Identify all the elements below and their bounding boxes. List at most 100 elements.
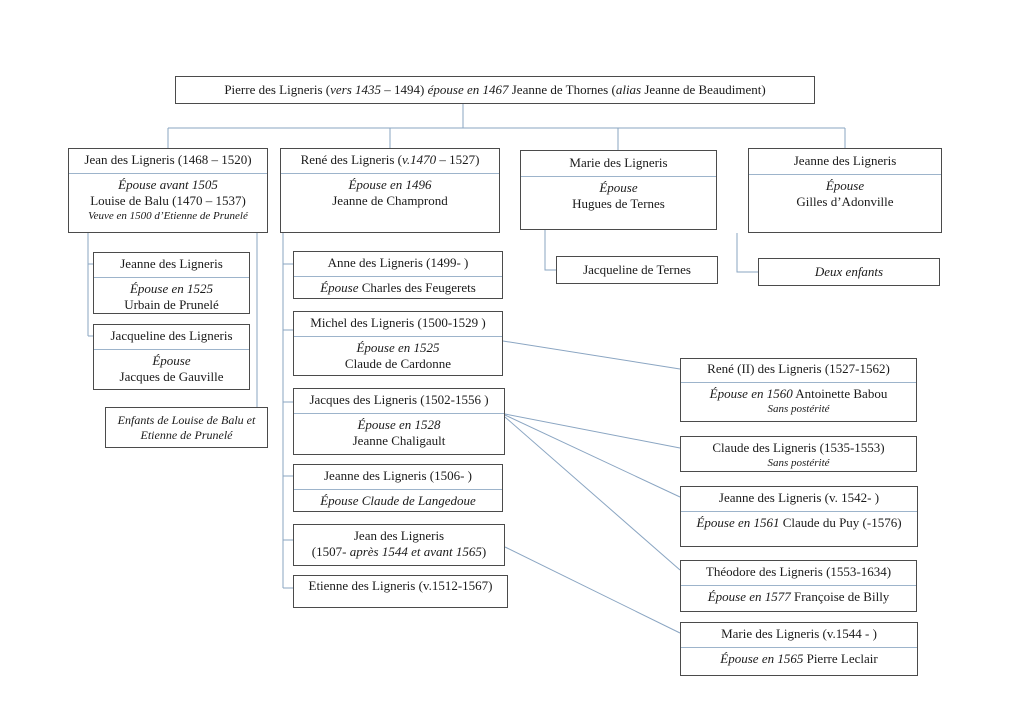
node-rene-des-ligneris: René des Ligneris (v.1470 – 1527) Épouse …: [280, 148, 500, 233]
box-divider: [69, 173, 267, 174]
text-line: Jeanne des Ligneris: [94, 256, 249, 272]
text-segment: Veuve en 1500 d’Etienne de Prunelé: [88, 210, 248, 222]
text-line: Claude de Cardonne: [294, 356, 502, 372]
text-segment: Jacques de Gauville: [119, 369, 224, 384]
text-segment: Épouse: [152, 353, 191, 368]
edge-jean-1507-marie-1544: [504, 546, 681, 634]
text-segment: Épouse en 1577: [707, 589, 791, 604]
text-segment: Épouse Claude de Langedoue: [320, 493, 476, 508]
text-segment: Théodore des Ligneris (1553-1634): [705, 564, 892, 579]
node-anne-des-ligneris: Anne des Ligneris (1499- )Épouse Charles…: [293, 251, 503, 299]
node-pierre-des-ligneris: Pierre des Ligneris (vers 1435 – 1494) é…: [175, 76, 815, 104]
text-segment: Épouse: [320, 280, 359, 295]
text-segment: Michel des Ligneris (1500-1529 ): [310, 315, 486, 330]
node-theodore-des-ligneris: Théodore des Ligneris (1553-1634) Épouse …: [680, 560, 917, 612]
box-divider: [294, 413, 504, 414]
box-divider: [94, 349, 249, 350]
node-claude-des-ligneris: Claude des Ligneris (1535-1553) Sans post…: [680, 436, 917, 472]
text-line: Jacques de Gauville: [94, 369, 249, 385]
text-segment: v.1470: [402, 152, 437, 167]
edge-jeanne-adonville-deux-enfants: [736, 233, 758, 273]
text-segment: Sans postérité: [767, 403, 830, 415]
text-line: Etienne des Ligneris (v.1512-1567): [294, 578, 507, 594]
text-segment: Jeanne de Thornes (: [508, 82, 616, 97]
text-line: (1507- après 1544 et avant 1565): [294, 544, 504, 560]
text-segment: Jacqueline des Ligneris: [110, 328, 233, 343]
text-line: Jean des Ligneris: [294, 528, 504, 544]
text-segment: Charles des Feugerets: [358, 280, 476, 295]
text-line: Jacques des Ligneris (1502-1556 ): [294, 392, 504, 408]
text-segment: Antoinette Babou: [792, 386, 888, 401]
text-line: Épouse en 1528: [294, 417, 504, 433]
node-rene-ii-des-ligneris: René (II) des Ligneris (1527-1562)Épouse…: [680, 358, 917, 422]
text-segment: Épouse avant 1505: [118, 177, 218, 192]
text-segment: Sans postérité: [767, 457, 830, 469]
edge-jacques-jeanne-1542: [504, 414, 681, 498]
node-michel-des-ligneris: Michel des Ligneris (1500-1529 ) Épouse e…: [293, 311, 503, 376]
text-line: Jeanne des Ligneris (1506- ): [294, 468, 502, 484]
text-line: Épouse en 1525: [94, 281, 249, 297]
text-segment: Etienne de Prunelé: [140, 427, 233, 442]
text-line: Sans postérité: [681, 402, 916, 416]
text-line: Épouse avant 1505: [69, 177, 267, 193]
text-line: Marie des Ligneris (v.1544 - ): [681, 626, 917, 642]
text-segment: Épouse en 1525: [129, 281, 214, 296]
text-segment: Jeanne Chaligault: [352, 433, 446, 448]
text-segment: Jacques des Ligneris (1502-1556 ): [309, 392, 489, 407]
text-segment: épouse en 1467: [427, 82, 509, 97]
text-segment: René des Ligneris (: [300, 152, 403, 167]
box-divider: [281, 173, 499, 174]
node-etienne-des-ligneris: Etienne des Ligneris (v.1512-1567): [293, 575, 508, 608]
text-line: Jeanne des Ligneris: [749, 153, 941, 169]
text-segment: Marie des Ligneris (v.1544 - ): [721, 626, 877, 641]
box-divider: [521, 176, 716, 177]
text-segment: Épouse en 1565: [720, 651, 804, 666]
text-line: Épouse en 1496: [281, 177, 499, 193]
text-segment: Épouse en 1496: [348, 177, 432, 192]
text-line: Pierre des Ligneris (vers 1435 – 1494) é…: [176, 82, 814, 98]
text-line: Épouse: [749, 178, 941, 194]
box-divider: [749, 174, 941, 175]
text-line: Épouse: [94, 353, 249, 369]
edge-jacques-claude: [504, 413, 681, 449]
node-marie-des-ligneris-1544: Marie des Ligneris (v.1544 - ) Épouse en …: [680, 622, 918, 676]
text-segment: Épouse en 1561: [696, 515, 780, 530]
node-jacques-des-ligneris: Jacques des Ligneris (1502-1556 ) Épouse …: [293, 388, 505, 455]
text-segment: Jeanne des Ligneris: [120, 256, 223, 271]
text-segment: Deux enfants: [814, 264, 884, 279]
text-line: Veuve en 1500 d’Etienne de Prunelé: [69, 209, 267, 223]
text-segment: Etienne des Ligneris (v.1512-1567): [308, 578, 493, 593]
node-jeanne-des-ligneris-1506: Jeanne des Ligneris (1506- ) Épouse Claud…: [293, 464, 503, 512]
text-line: Épouse en 1560 Antoinette Babou: [681, 386, 916, 402]
text-line: Louise de Balu (1470 – 1537): [69, 193, 267, 209]
text-line: Épouse: [521, 180, 716, 196]
text-segment: après 1544 et avant 1565: [349, 544, 482, 559]
text-segment: Épouse en 1525: [356, 340, 440, 355]
text-segment: Pierre des Ligneris (: [224, 82, 331, 97]
text-segment: Claude des Ligneris (1535-1553): [712, 440, 885, 455]
text-segment: Enfants de Louise de Balu et: [117, 412, 256, 427]
box-divider: [681, 647, 917, 648]
text-line: Jean des Ligneris (1468 – 1520): [69, 152, 267, 168]
text-segment: Louise de Balu (1470 – 1537): [90, 193, 246, 208]
text-segment: Épouse en 1560: [709, 386, 793, 401]
text-line: Sans postérité: [681, 456, 916, 470]
edge-michel-rene2: [502, 340, 681, 370]
text-segment: Épouse: [599, 180, 638, 195]
text-segment: Hugues de Ternes: [572, 196, 665, 211]
text-line: Épouse en 1565 Pierre Leclair: [681, 651, 917, 667]
box-divider: [294, 276, 502, 277]
text-line: René des Ligneris (v.1470 – 1527): [281, 152, 499, 168]
text-segment: Marie des Ligneris: [569, 155, 668, 170]
text-line: Urbain de Prunelé: [94, 297, 249, 313]
text-segment: Jean des Ligneris: [353, 528, 445, 543]
edge-marie-jacqueline-ternes: [544, 230, 556, 271]
text-line: Épouse en 1561 Claude du Puy (-1576): [681, 515, 917, 531]
text-line: Jeanne des Ligneris (v. 1542- ): [681, 490, 917, 506]
text-line: Claude des Ligneris (1535-1553): [681, 440, 916, 456]
text-line: Épouse en 1525: [294, 340, 502, 356]
